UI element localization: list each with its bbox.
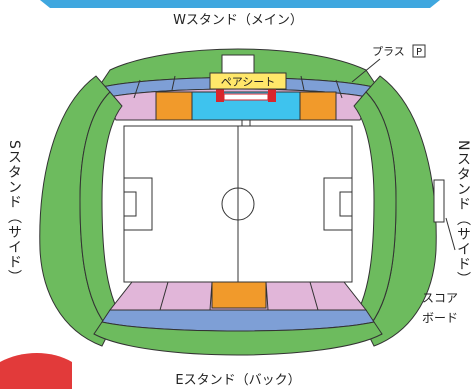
top-banner-decoration <box>40 0 440 8</box>
west-premium-left <box>155 91 193 121</box>
pair-seat-marker-right <box>268 88 276 102</box>
center-circle <box>221 187 255 221</box>
west-press-area <box>221 54 255 74</box>
scoreboard <box>433 179 445 223</box>
players-tunnel <box>241 119 251 127</box>
north-stand-label: Nスタンド（サイド） <box>455 140 471 286</box>
plus-label: プラス <box>372 45 405 58</box>
east-stand[interactable] <box>93 281 383 356</box>
plus-callout: プラス P <box>351 44 426 83</box>
south-stand-label: Sスタンド（サイド） <box>6 140 22 285</box>
plus-badge-box <box>412 44 426 58</box>
east-section-dividers <box>159 281 319 311</box>
goal-area-right <box>339 191 353 217</box>
plus-badge: P <box>416 47 422 58</box>
scoreboard-callout-line <box>445 217 456 251</box>
south-stand[interactable] <box>39 75 123 347</box>
west-stand[interactable]: ペアシート <box>96 48 380 127</box>
scoreboard-label-line2: ボード <box>422 311 458 325</box>
pair-seat-marker-left <box>216 88 224 102</box>
west-stand-label: Wスタンド（メイン） <box>173 13 303 28</box>
scoreboard-callout: スコア ボード <box>422 217 458 325</box>
west-premium-right <box>299 91 337 121</box>
corner-badge-decoration <box>0 353 72 389</box>
pair-seat-label-box <box>209 72 287 90</box>
east-premium-seats <box>211 281 267 309</box>
scoreboard-label-line1: スコア <box>422 291 458 305</box>
pitch <box>123 125 353 283</box>
goal-area-left <box>123 191 137 217</box>
plus-callout-line <box>351 58 381 83</box>
east-stand-label: Eスタンド（バック） <box>175 373 300 388</box>
pair-seat-label: ペアシート <box>221 76 276 89</box>
pair-seat-row <box>223 93 269 101</box>
banner-strip <box>40 0 440 8</box>
east-outer-tier <box>93 321 383 356</box>
north-stand[interactable] <box>353 75 445 347</box>
